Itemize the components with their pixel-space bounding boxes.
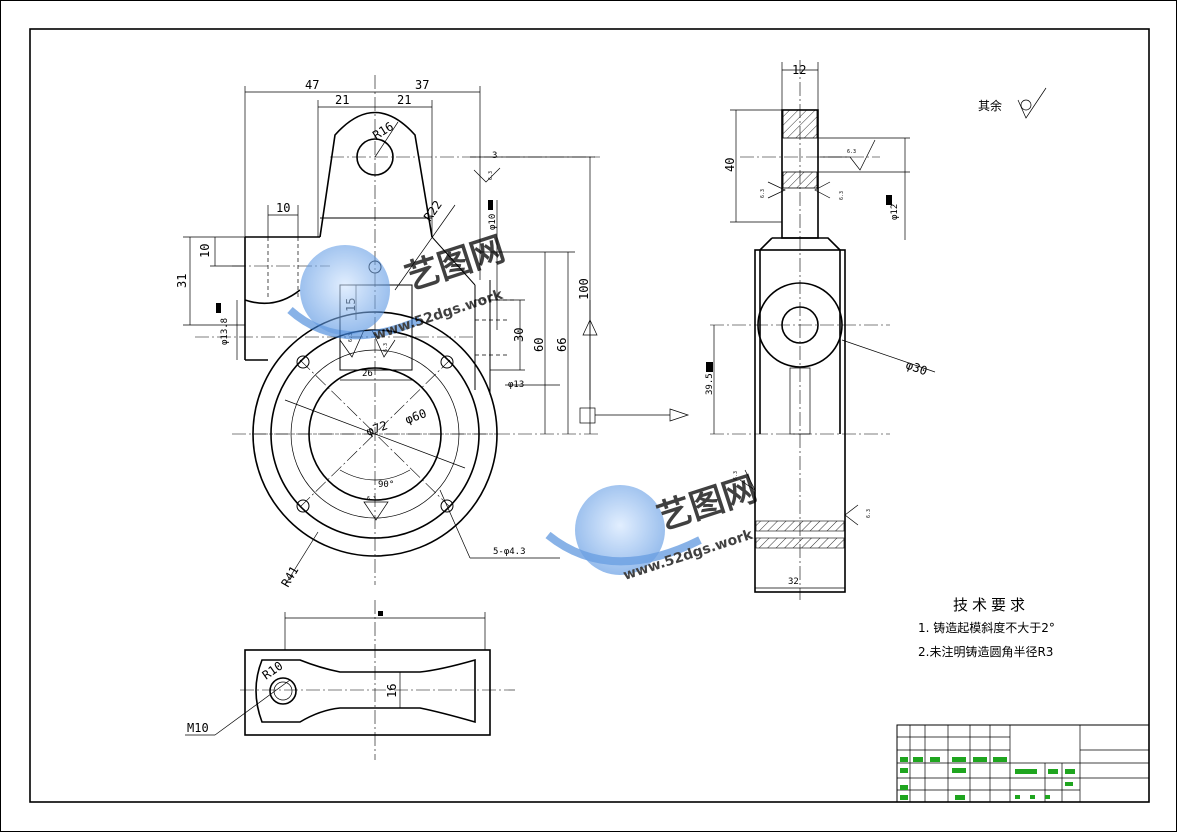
dim-60-right: 60	[532, 338, 546, 352]
ra-front-c: 6.3	[367, 496, 376, 502]
requirement-1: 1. 铸造起模斜度不大于2°	[918, 620, 1055, 635]
dim-phi12: φ12	[890, 204, 900, 220]
surface-note: 其余	[978, 98, 1002, 113]
dim-32: 32	[788, 577, 799, 587]
dim-phi13: φ13	[508, 380, 524, 390]
drawing-frame	[29, 28, 1150, 803]
ra-side-d: 6.3	[733, 471, 739, 480]
ra-side-c: 6.3	[839, 191, 845, 200]
dim-r22: R22	[421, 198, 445, 224]
dim-21-left: 21	[335, 93, 349, 107]
dim-phi10: φ10	[488, 214, 498, 230]
dim-12: 12	[792, 63, 806, 77]
dim-21-right: 21	[397, 93, 411, 107]
dim-10-top: 10	[276, 201, 290, 215]
dim-phi13-8: φ13.8	[220, 318, 230, 345]
dim-40: 40	[723, 158, 737, 172]
watermark-logo: 艺图网 www.52dgs.work 艺图网 www.52dgs.work	[287, 229, 762, 584]
side-view: 12 40 φ12 φ30 39.5 32 6.3 6.3 6.3 6.3 6.…	[705, 60, 1047, 600]
dim-r41: R41	[278, 564, 301, 590]
dim-phi30: φ30	[904, 358, 929, 379]
ra-side-b: 6.3	[760, 189, 766, 198]
dim-16: 16	[385, 684, 399, 698]
dim-3: 3	[492, 151, 497, 161]
dim-angle90: 90°	[378, 480, 394, 490]
technical-requirements: 技术要求 1. 铸造起模斜度不大于2° 2.未注明铸造圆角半径R3	[918, 596, 1055, 659]
ra-front-d: 6.3	[488, 171, 494, 180]
dim-10-left: 10	[198, 244, 212, 258]
dim-m10: M10	[187, 721, 209, 735]
dim-66: 66	[555, 338, 569, 352]
ra-front-b: 6.3	[383, 343, 389, 352]
requirement-2: 2.未注明铸造圆角半径R3	[918, 644, 1053, 659]
dim-30: 30	[512, 328, 526, 342]
dim-37: 37	[415, 78, 429, 92]
top-view: 16 M10 R10	[185, 600, 515, 760]
dim-26: 26	[362, 369, 373, 379]
ra-side-a: 6.3	[847, 149, 856, 155]
dim-31: 31	[175, 274, 189, 288]
title-block	[896, 724, 1150, 803]
requirements-title: 技术要求	[953, 596, 1029, 614]
watermark-url-1: www.52dgs.work	[371, 287, 505, 344]
ra-side-e: 6.3	[866, 509, 872, 518]
dim-phi60: φ60	[403, 406, 428, 427]
dim-47: 47	[305, 78, 319, 92]
dim-phi72: φ72	[364, 418, 389, 439]
dim-39-5: 39.5	[705, 373, 715, 395]
dim-100: 100	[577, 278, 591, 300]
dim-holes: 5-φ4.3	[493, 547, 526, 557]
